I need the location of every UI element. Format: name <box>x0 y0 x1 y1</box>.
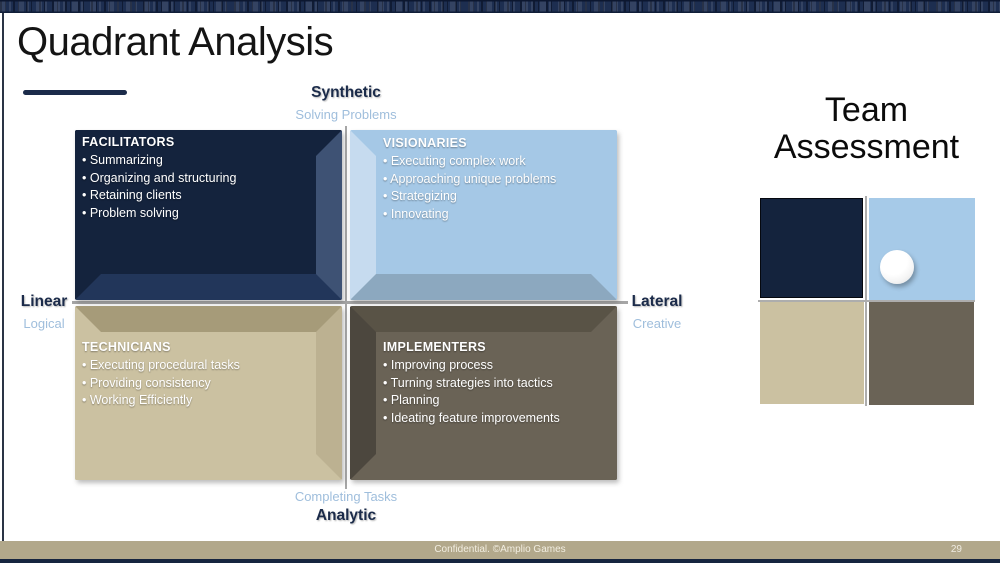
axis-line-horizontal <box>72 301 628 304</box>
decorative-left-border <box>2 13 4 541</box>
bullet-item: • Summarizing <box>82 153 163 167</box>
quadrant-box-technicians <box>75 306 342 480</box>
footer-confidential-text: Confidential. ©Amplio Games <box>434 544 566 555</box>
quadrant-box-visionaries <box>350 130 617 300</box>
axis-line-vertical <box>344 126 347 489</box>
quadrant-title: FACILITATORS <box>82 135 175 149</box>
bullet-item: • Improving process <box>383 358 493 372</box>
quadrant-bullet-list: • Executing complex work • Approaching un… <box>383 153 628 223</box>
axis-left-subtitle: Logical <box>23 316 65 331</box>
page-title: Quadrant Analysis <box>17 20 334 64</box>
mini-quadrant-implementers <box>869 302 974 405</box>
quadrant-bullet-list: • Summarizing • Organizing and structurin… <box>82 152 327 222</box>
decorative-top-border <box>0 0 1000 13</box>
axis-right-title: Lateral <box>631 293 683 310</box>
mini-quadrant-visionaries <box>869 198 975 300</box>
axis-label-right: Lateral Creative <box>607 293 707 331</box>
quadrant-content-visionaries: VISIONARIES • Executing complex work • Ap… <box>383 136 628 223</box>
bullet-item: • Executing complex work <box>383 154 526 168</box>
bullet-item: • Executing procedural tasks <box>82 358 240 372</box>
quadrant-box-implementers <box>350 306 617 480</box>
bullet-item: • Strategizing <box>383 189 457 203</box>
bullet-item: • Providing consistency <box>82 375 211 390</box>
bullet-item: • Ideating feature improvements <box>383 410 560 425</box>
quadrant-title: VISIONARIES <box>383 136 467 150</box>
quadrant-title: TECHNICIANS <box>82 340 171 354</box>
bullet-item: • Organizing and structuring <box>82 170 237 185</box>
quadrant-bullet-list: • Improving process • Turning strategies … <box>383 357 628 427</box>
page-number: 29 <box>950 544 962 555</box>
axis-bottom-subtitle: Completing Tasks <box>294 489 398 504</box>
quadrant-title: IMPLEMENTERS <box>383 340 486 354</box>
title-accent-line <box>23 90 127 95</box>
team-assessment-title-line2: Assessment <box>773 128 960 166</box>
footer-bar <box>0 541 1000 559</box>
axis-label-left: Linear Logical <box>2 293 86 331</box>
axis-left-title: Linear <box>20 293 68 310</box>
mini-quadrant-technicians <box>760 302 864 404</box>
axis-label-bottom: Completing Tasks Analytic <box>246 489 446 525</box>
axis-top-subtitle: Solving Problems <box>295 107 397 122</box>
quadrant-box-facilitators <box>75 130 342 300</box>
bullet-item: • Working Efficiently <box>82 393 193 407</box>
team-marker-dot <box>880 250 914 284</box>
decorative-bottom-border <box>0 559 1000 563</box>
bullet-item: • Innovating <box>383 206 449 221</box>
bullet-item: • Approaching unique problems <box>383 171 557 186</box>
axis-top-title: Synthetic <box>311 84 381 101</box>
bullet-item: • Problem solving <box>82 205 179 220</box>
bullet-item: • Planning <box>383 393 440 407</box>
axis-bottom-title: Analytic <box>315 507 377 524</box>
quadrant-bullet-list: • Executing procedural tasks • Providing … <box>82 357 327 410</box>
quadrant-content-implementers: IMPLEMENTERS • Improving process • Turnin… <box>383 340 628 427</box>
axis-label-top: Synthetic Solving Problems <box>246 84 446 122</box>
team-assessment-title-line1: Team <box>824 91 909 129</box>
quadrant-content-facilitators: FACILITATORS • Summarizing • Organizing a… <box>82 135 327 222</box>
mini-grid-horizontal-line <box>758 299 975 302</box>
axis-right-subtitle: Creative <box>632 316 682 331</box>
bullet-item: • Turning strategies into tactics <box>383 375 553 390</box>
mini-quadrant-facilitators <box>760 198 863 298</box>
quadrant-content-technicians: TECHNICIANS • Executing procedural tasks… <box>82 340 327 410</box>
team-assessment-title: Team Assessment <box>745 92 988 166</box>
bullet-item: • Retaining clients <box>82 188 182 202</box>
